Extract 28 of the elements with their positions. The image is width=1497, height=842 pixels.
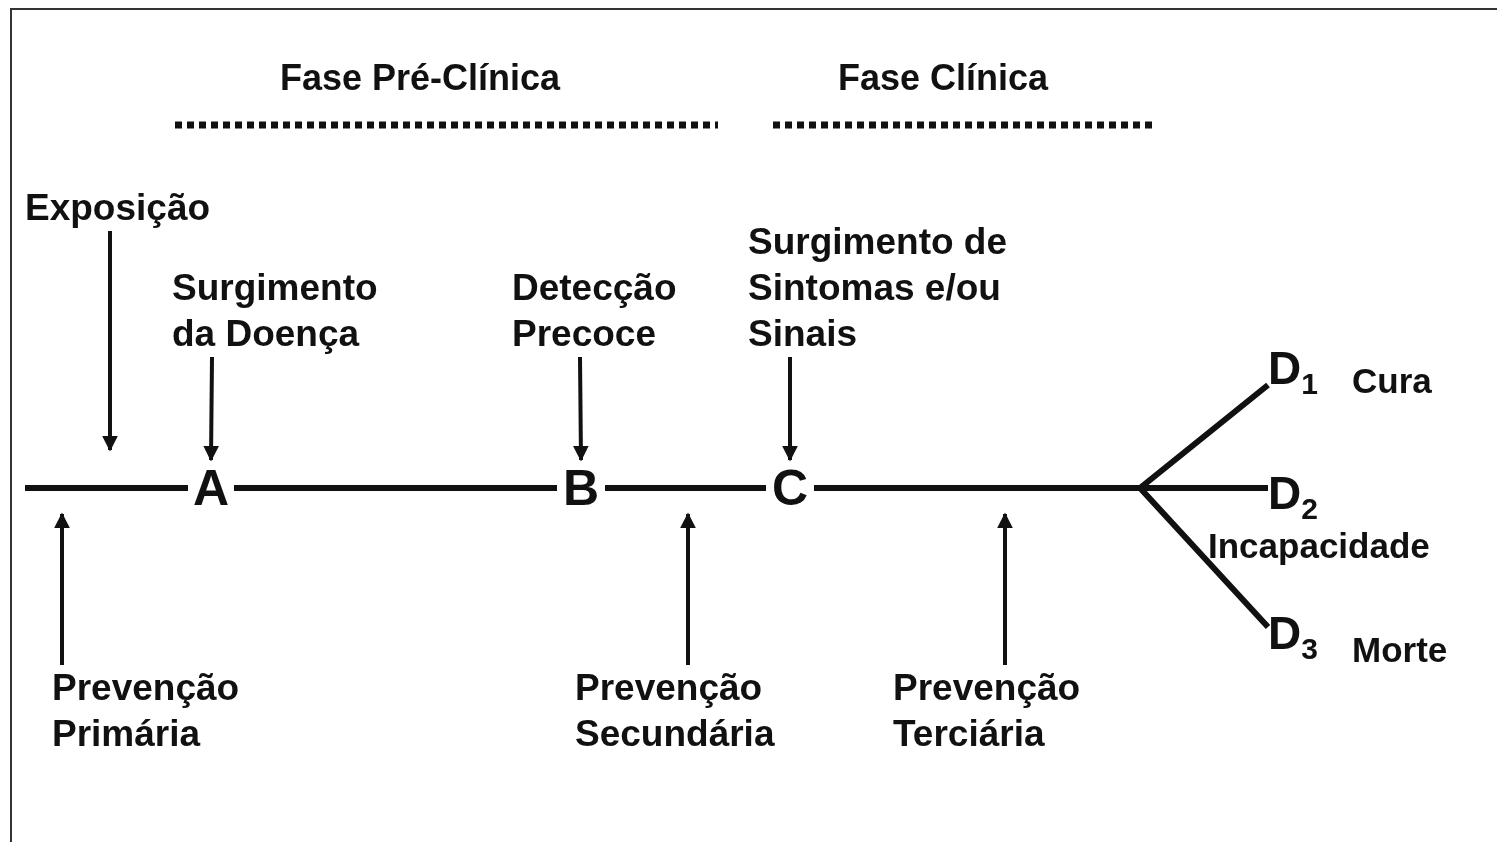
stage-letter: A: [188, 460, 234, 516]
arrow: [680, 512, 696, 665]
timeline-label: Prevenção Terciária: [893, 665, 1128, 757]
stage-letter: B: [557, 460, 605, 516]
phase-heading: Fase Pré-Clínica: [280, 56, 561, 100]
arrow: [203, 356, 220, 462]
timeline-label: Exposição: [25, 185, 265, 231]
arrow: [572, 356, 589, 462]
arrow: [54, 512, 70, 665]
timeline-label: Prevenção Primária: [52, 665, 292, 757]
arrow: [997, 512, 1013, 665]
outcome-label: Incapacidade: [1208, 525, 1430, 567]
outcome-label: Morte: [1352, 629, 1448, 671]
timeline-label: Prevenção Secundária: [575, 665, 820, 757]
outcome-letter: D$_{1}$: [1268, 341, 1318, 403]
arrow: [782, 357, 798, 462]
timeline-label: Surgimento de Sintomas e/ou Sinais: [748, 219, 1018, 357]
timeline-line: [605, 485, 766, 491]
timeline-label: Surgimento da Doença: [172, 265, 412, 357]
arrow: [102, 231, 118, 452]
timeline-line: [234, 485, 557, 491]
outcome-label: Cura: [1352, 360, 1432, 402]
timeline-label: Detecção Precoce: [512, 265, 712, 357]
phase-heading: Fase Clínica: [838, 56, 1049, 100]
outcome-letter: D$_{3}$: [1268, 606, 1318, 668]
timeline-line: [25, 485, 188, 491]
stage-letter: C: [766, 460, 814, 516]
outcome-letter: D$_{2}$: [1268, 466, 1318, 528]
